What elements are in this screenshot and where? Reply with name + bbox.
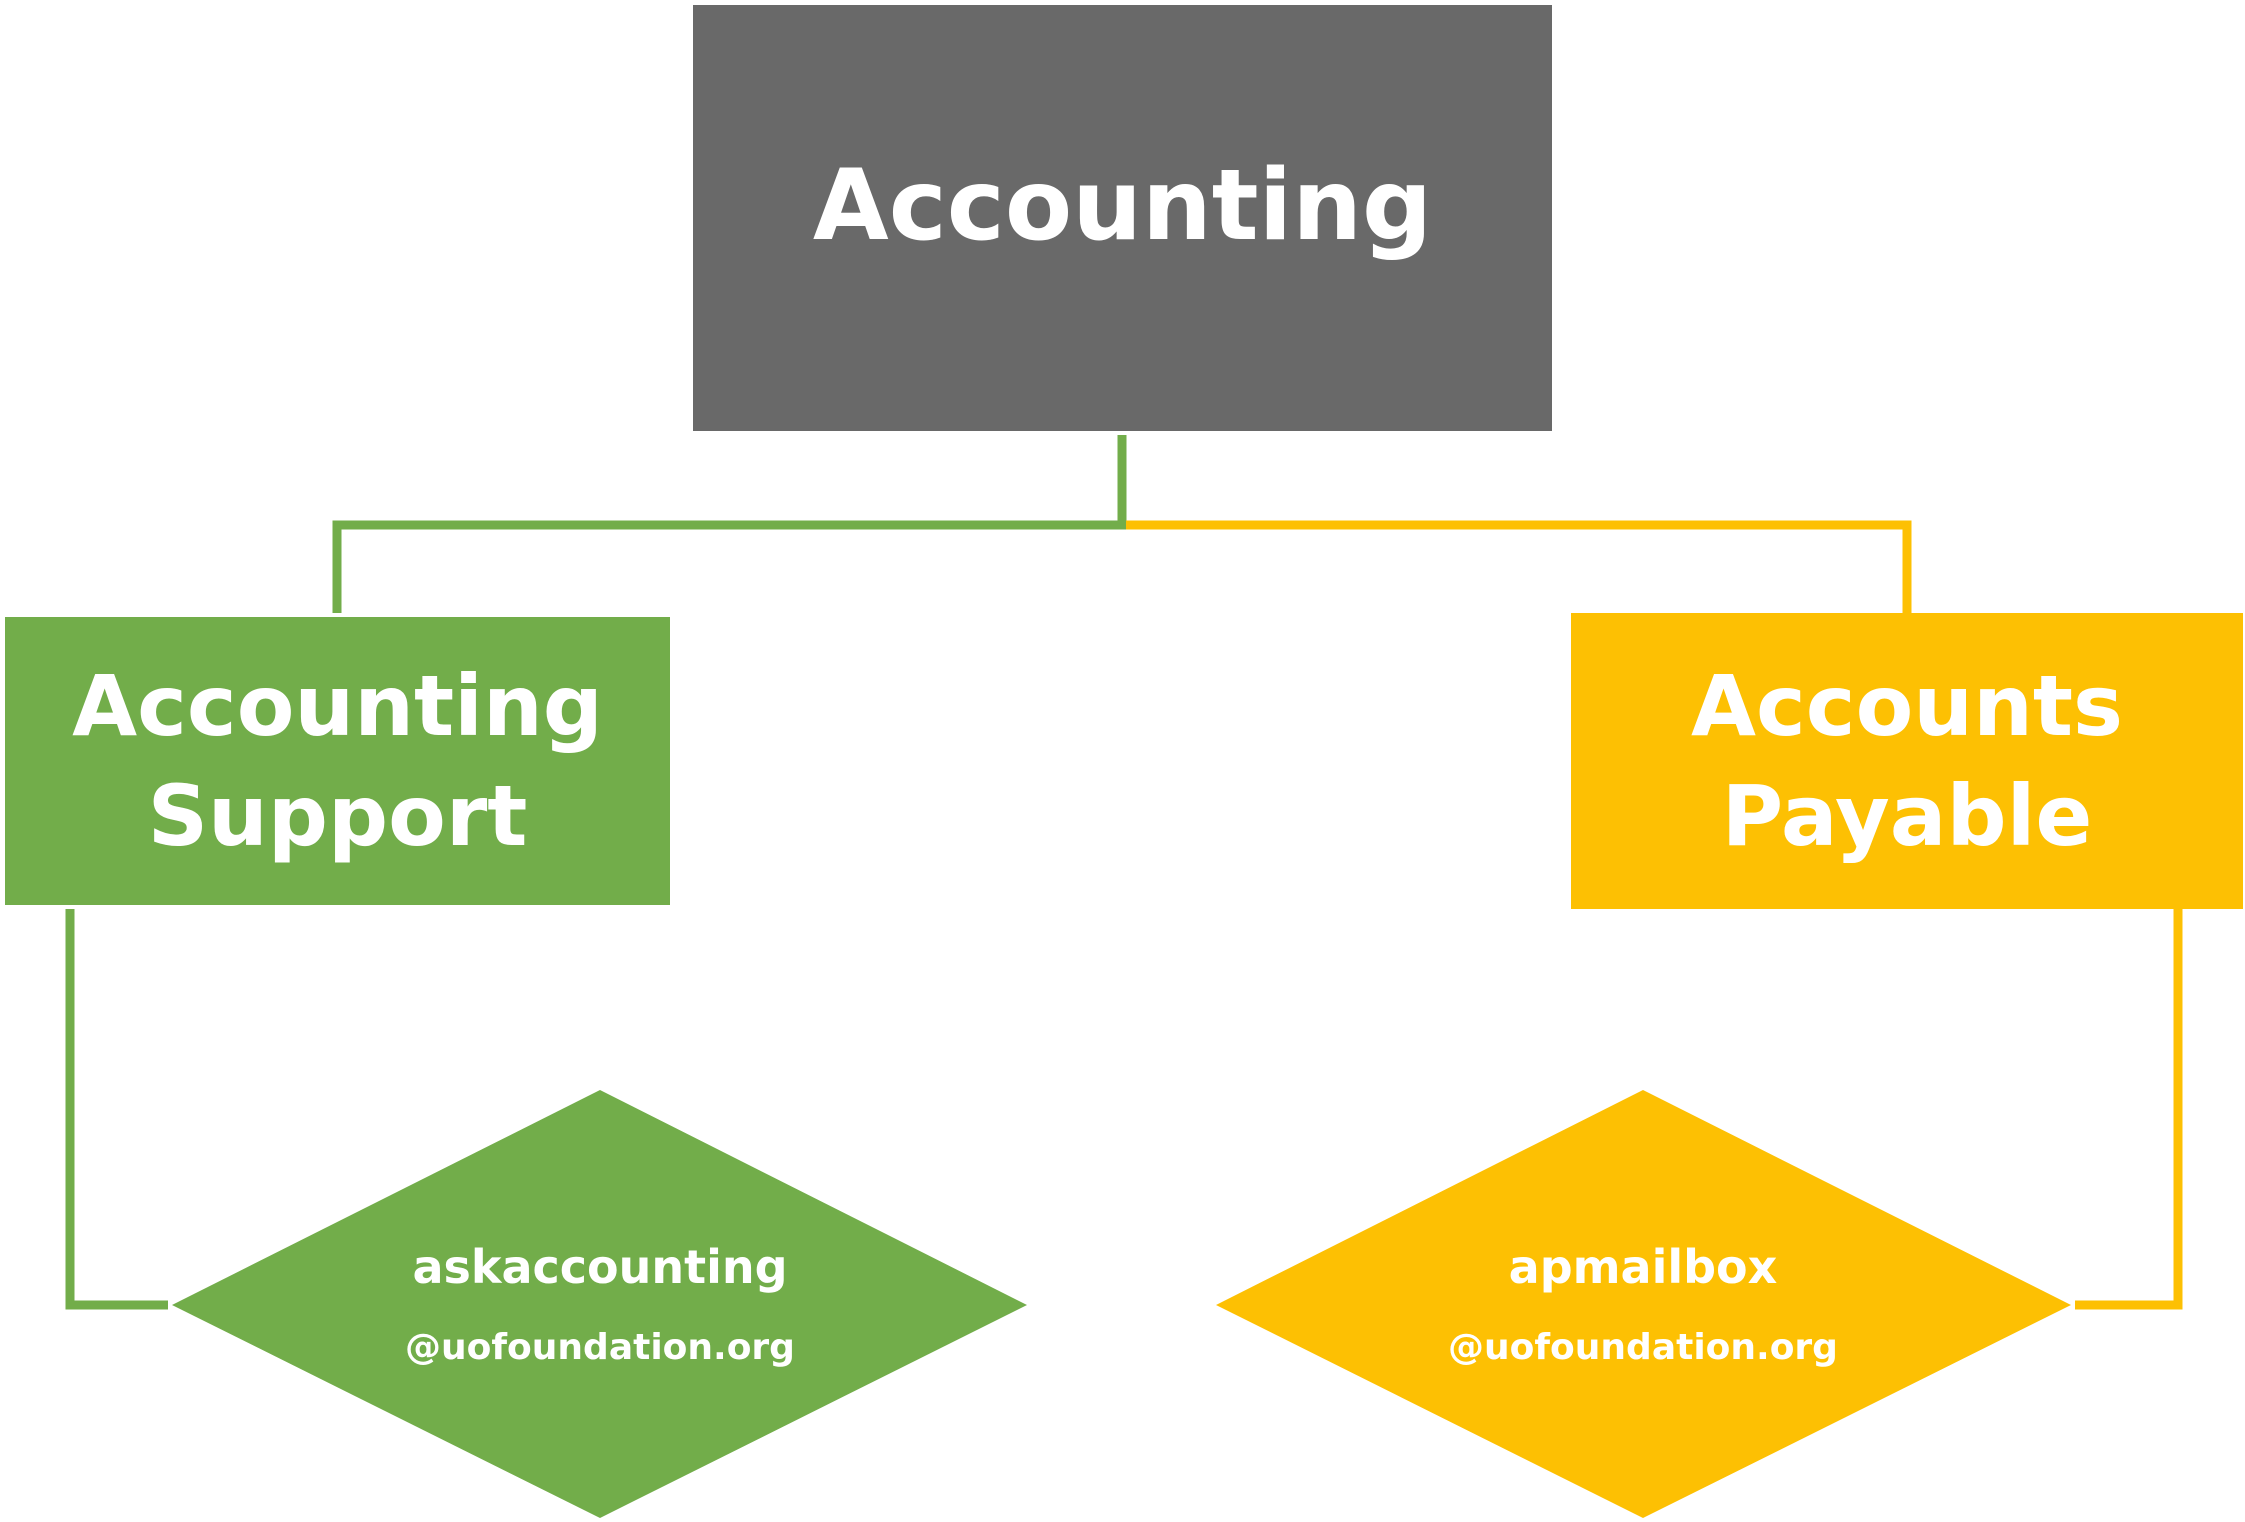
node-accounting-support-line2: Support bbox=[147, 767, 528, 865]
apmailbox-email-domain: @uofoundation.org bbox=[1448, 1327, 1838, 1368]
node-accounting: Accounting bbox=[693, 5, 1552, 431]
connector-accounts-payable-to-apmailbox bbox=[2075, 909, 2183, 1310]
connector-root-to-accounting-support bbox=[332, 435, 1127, 613]
node-accounts-payable-line1: Accounts bbox=[1690, 657, 2124, 755]
node-accounting-support-line1: Accounting bbox=[72, 657, 603, 755]
askaccounting-email-domain: @uofoundation.org bbox=[405, 1327, 795, 1368]
connector-accounting-support-to-askaccounting bbox=[65, 909, 168, 1310]
node-accounting-support: Accounting Support bbox=[5, 617, 670, 905]
diamond-askaccounting bbox=[172, 1090, 1027, 1518]
diamond-apmailbox bbox=[1216, 1090, 2071, 1518]
node-accounts-payable: Accounts Payable bbox=[1571, 613, 2243, 909]
connector-root-to-accounts-payable bbox=[1126, 520, 1912, 613]
apmailbox-email-user: apmailbox bbox=[1508, 1240, 1778, 1294]
node-accounts-payable-line2: Payable bbox=[1721, 767, 2093, 865]
node-accounting-label: Accounting bbox=[812, 149, 1433, 263]
askaccounting-email-user: askaccounting bbox=[412, 1240, 788, 1294]
